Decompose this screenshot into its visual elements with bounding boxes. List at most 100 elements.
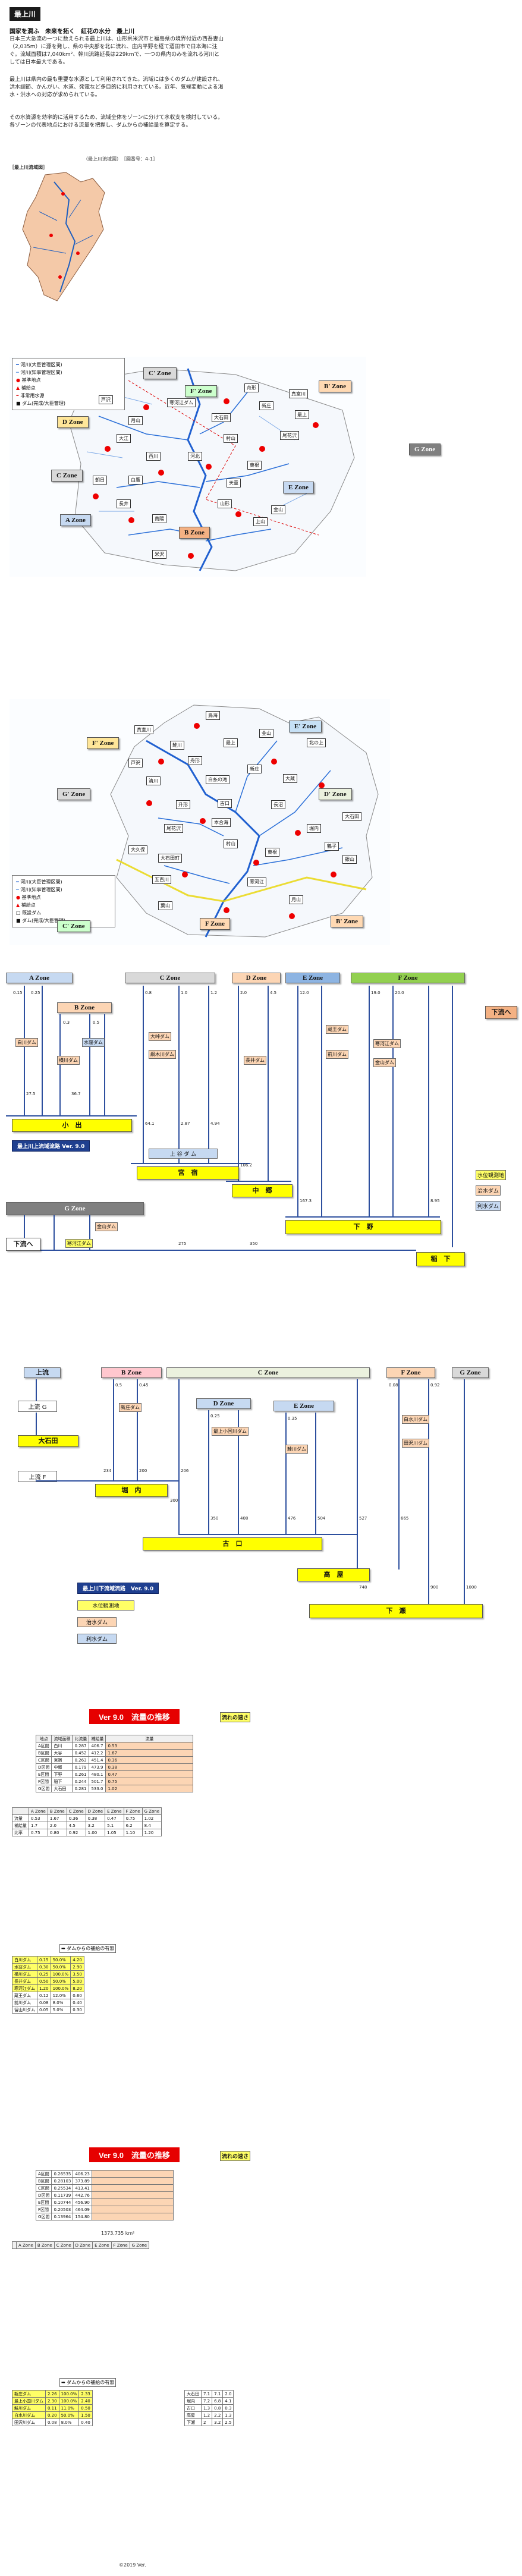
flow-number: 408 — [240, 1516, 249, 1521]
zone-tag: E Zone — [283, 482, 314, 493]
point-box: 下 野 — [285, 1220, 441, 1234]
zone-header: E Zone — [273, 1401, 334, 1411]
stream-line — [59, 1014, 61, 1116]
zone-tag: C Zone — [51, 470, 83, 482]
dam-box: 新庄ダム — [119, 1403, 141, 1412]
flow-number: 1000 — [466, 1585, 477, 1590]
flow-number: 748 — [359, 1585, 367, 1590]
stream-line — [392, 986, 394, 1218]
legend-item: ▲ 補給点 — [16, 902, 36, 908]
place-label: 真室川 — [289, 389, 308, 398]
flow-number: 4.94 — [210, 1121, 220, 1126]
place-label: 天童 — [227, 479, 241, 487]
dam-box: 白水川ダム — [402, 1415, 429, 1424]
dam-marker — [93, 493, 99, 499]
dam-box: 寒河江ダム — [65, 1239, 93, 1248]
dam-marker — [105, 446, 111, 452]
flow-number: 0.92 — [430, 1383, 440, 1388]
stream-line — [208, 1410, 209, 1534]
intro-paragraph-3: その水資源を効率的に活用するため、流域全体をゾーンに分けて水収支を検討している。… — [10, 115, 224, 128]
left-label: 上流 G — [18, 1401, 57, 1412]
flow-number: 167.3 — [300, 1199, 312, 1203]
place-label: 南陽 — [152, 514, 166, 523]
place-label: 金山 — [271, 505, 285, 514]
zone-header: C Zone — [125, 973, 215, 983]
dam-marker — [235, 511, 241, 517]
place-label: 寒河江 — [247, 877, 266, 886]
legend-item: ━ 河川(知事管理区間) — [16, 370, 62, 375]
place-label: 五百川 — [152, 875, 171, 884]
place-label: 大石田 — [212, 413, 231, 422]
dam-marker — [224, 398, 229, 404]
place-label: 月山 — [289, 895, 303, 904]
dam-marker — [331, 872, 337, 877]
flow-number: 206 — [181, 1468, 189, 1473]
dam-marker — [224, 907, 229, 913]
flow-number: 2.87 — [181, 1121, 190, 1126]
dam-marker — [313, 422, 319, 428]
zone-tag: E' Zone — [289, 721, 322, 732]
point-box: 中 郷 — [232, 1184, 293, 1197]
flow-number: 0.5 — [93, 1020, 100, 1025]
ver-b-tag: 流れの速さ — [220, 2151, 251, 2161]
intro-heading: 国家を潤ふ 未来を拓く 紅花の水分 最上川 — [10, 29, 134, 35]
flow-number: 12.0 — [300, 990, 309, 995]
dam-marker — [188, 553, 194, 559]
river-line — [131, 1163, 250, 1164]
place-label: 長井 — [117, 499, 131, 508]
stream-line — [452, 986, 453, 1247]
place-label: 朝日 — [93, 476, 107, 485]
dam-box: 金山ダム — [95, 1222, 118, 1231]
flow-number: 275 — [178, 1241, 187, 1246]
place-label: 本合海 — [212, 818, 231, 827]
point-box: 稲 下 — [416, 1252, 465, 1266]
flow-number: 504 — [317, 1516, 326, 1521]
section-title: 最上川 — [10, 7, 41, 21]
legend-item: ■ ダム(完成/大臣管理) — [16, 918, 66, 923]
ver-a-tag: 流れの速さ — [220, 1712, 251, 1722]
place-label: 米沢 — [152, 550, 166, 559]
place-label: 真室川 — [134, 725, 153, 734]
dam-box: 寒河江ダム — [373, 1039, 401, 1048]
place-label: 白鷹 — [128, 476, 143, 485]
flow-number: 2.0 — [240, 990, 247, 995]
stream-line — [428, 1379, 429, 1605]
stream-line — [428, 986, 429, 1218]
dam-marker — [146, 800, 152, 806]
dam-marker — [271, 759, 277, 765]
basin-shape-icon — [22, 172, 105, 301]
zone-header: F Zone — [386, 1367, 435, 1378]
dam-marker — [200, 818, 206, 824]
dam-marker — [128, 517, 134, 523]
lower-flow-diagram: 上流 B Zone C Zone F Zone G Zone D Zone E … — [0, 1367, 522, 1665]
stream-line — [297, 986, 298, 1218]
place-label: 大石田町 — [158, 854, 182, 863]
point-box: 宮 宿 — [137, 1166, 239, 1180]
place-label: 金山 — [259, 729, 273, 738]
zone-tag: F' Zone — [87, 737, 120, 749]
legend-item: ━ 河川(大臣管理区間) — [16, 362, 62, 367]
place-label: 村山 — [224, 839, 238, 848]
dam-marker — [143, 404, 149, 410]
flow-number: 0.5 — [115, 1383, 122, 1388]
diagram-title: 最上川上流域流路 Ver. 9.0 — [12, 1140, 90, 1152]
zone-header: D Zone — [196, 1398, 251, 1409]
stream-line — [54, 1215, 55, 1251]
place-label: 寒河江ダム — [167, 398, 196, 407]
stream-line — [89, 1014, 90, 1116]
side-label: 下流へ — [6, 1238, 40, 1251]
flow-number: 106.2 — [240, 1163, 253, 1168]
